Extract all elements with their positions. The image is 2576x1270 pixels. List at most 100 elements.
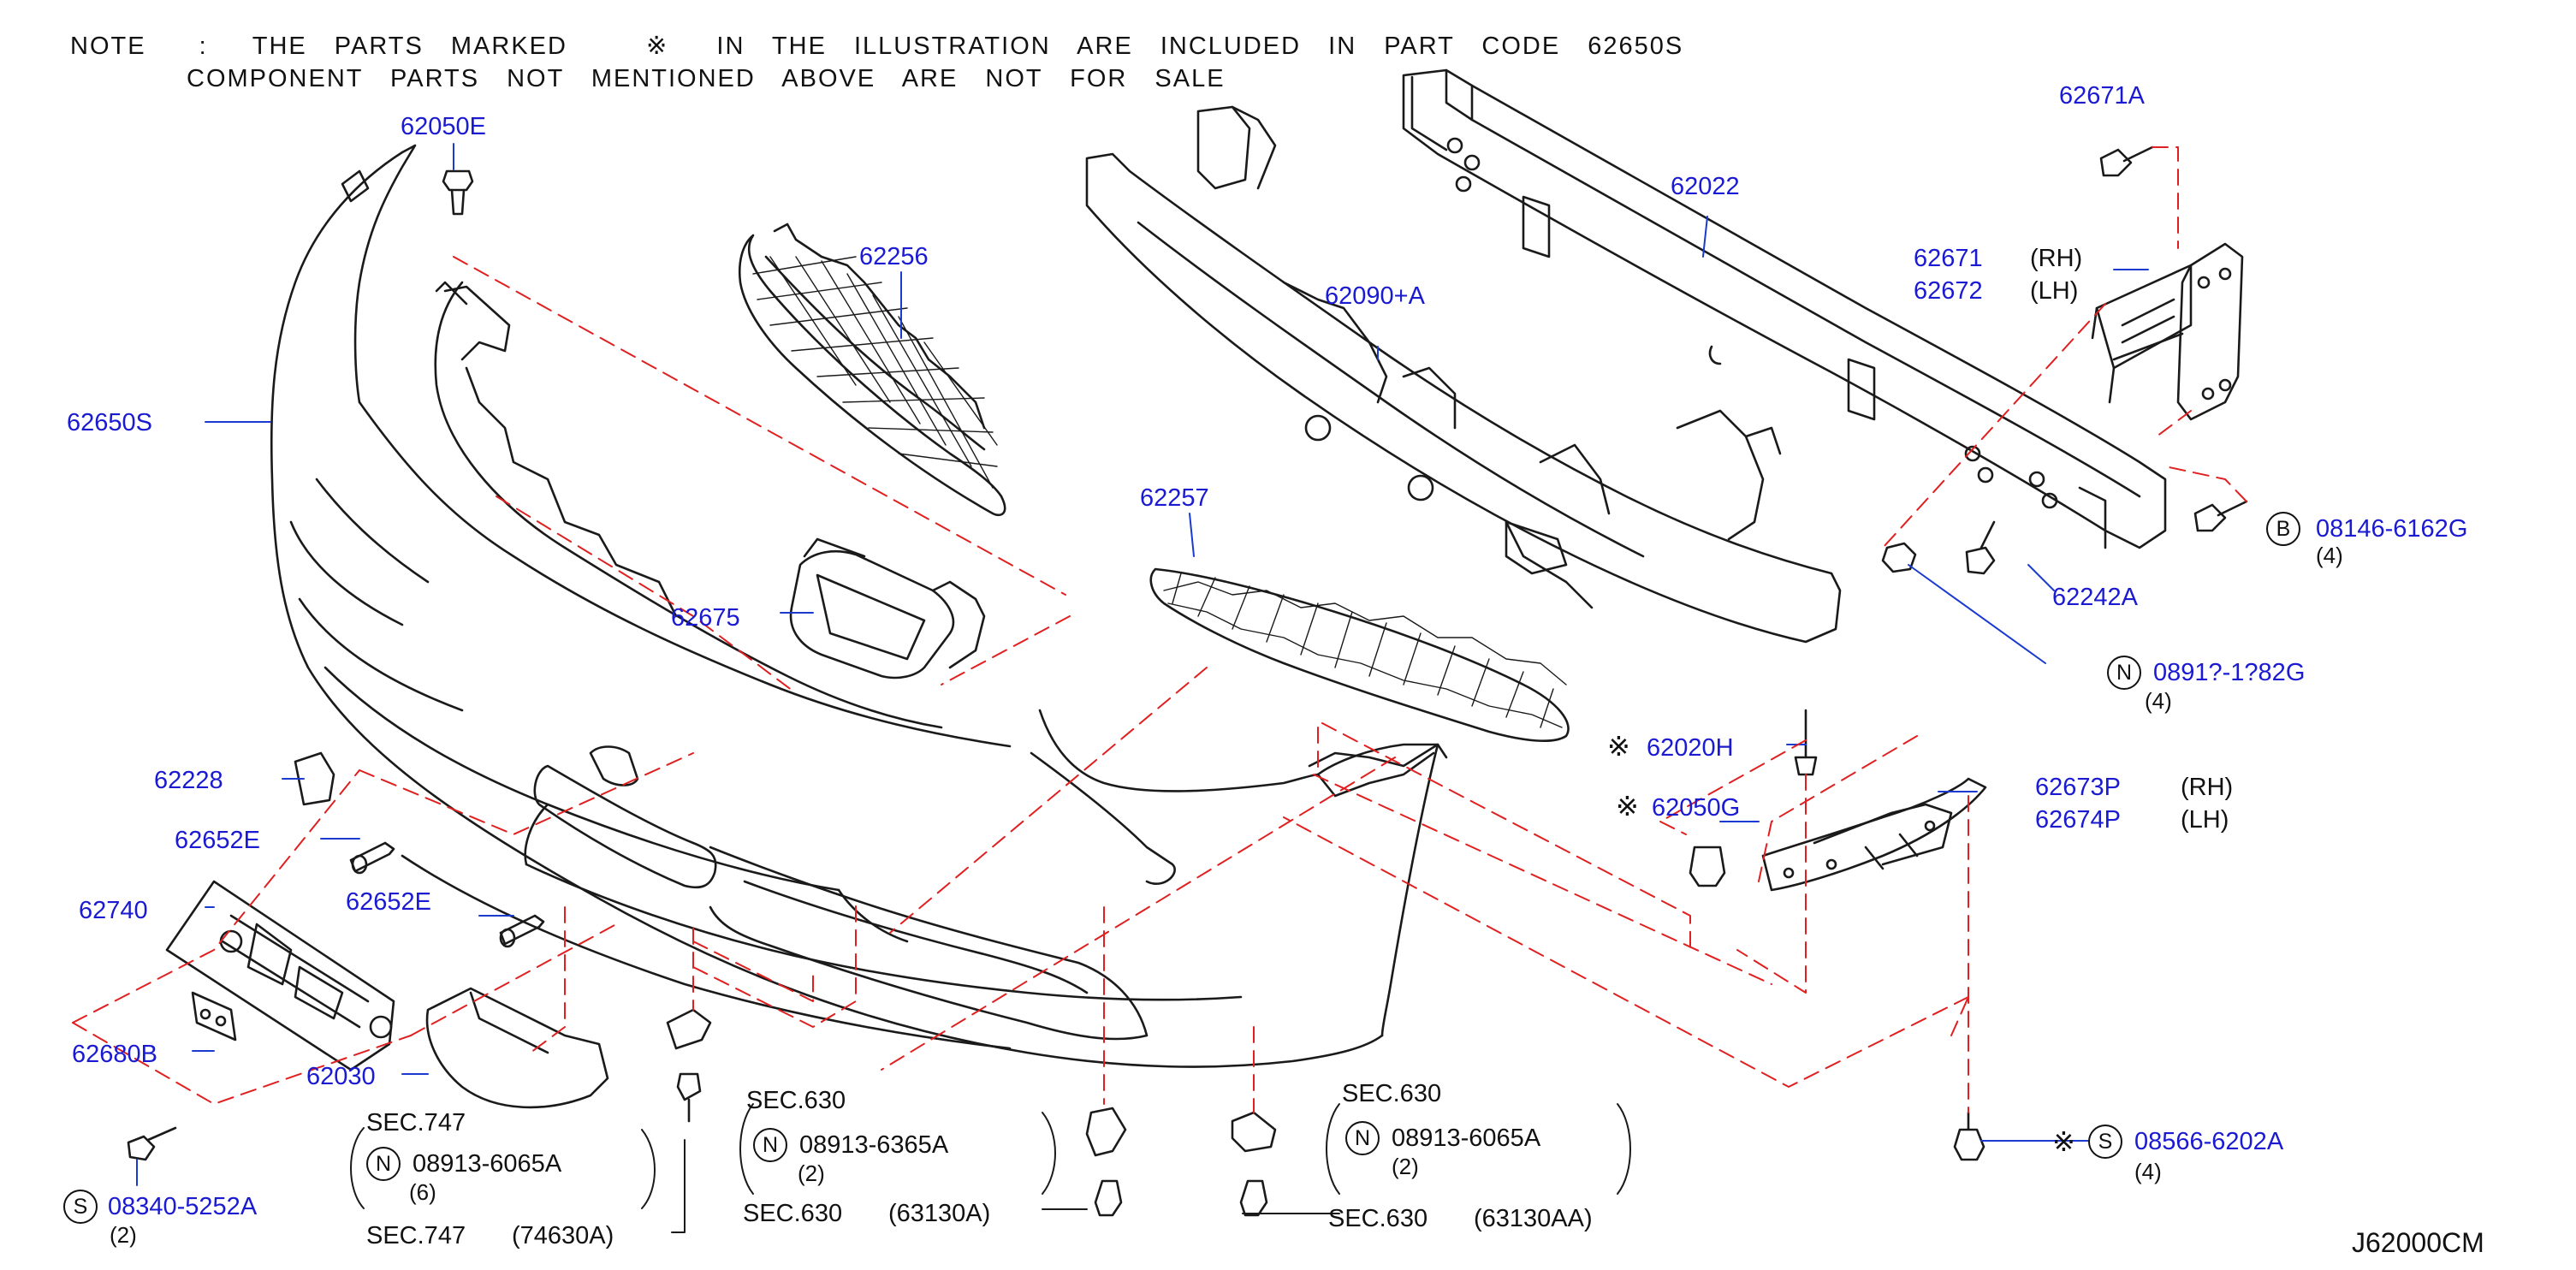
part-62228[interactable]: 62228: [154, 767, 223, 794]
sec630-left-lower: SEC.630: [743, 1200, 843, 1227]
rivet-62020H-drawing: [1794, 709, 1818, 776]
clip-sec630-right-drawing: [1231, 1111, 1277, 1217]
pin-62652E-upper-drawing: [349, 841, 395, 875]
part-62672[interactable]: 62672: [1914, 277, 1983, 305]
clip-62050E-drawing: [442, 169, 474, 216]
n-marker-icon-0891: N: [2107, 656, 2141, 690]
part-62022[interactable]: 62022: [1671, 173, 1740, 200]
part-62650S[interactable]: 62650S: [67, 409, 152, 436]
beam-bracket-drawing: [2091, 242, 2244, 421]
part-62030[interactable]: 62030: [306, 1063, 376, 1090]
qty-08566: (4): [2134, 1159, 2162, 1184]
qty-sec630-right: (2): [1392, 1154, 1419, 1179]
s-marker-icon-08340: S: [63, 1190, 98, 1224]
clip-sec747-drawing: [666, 1008, 712, 1123]
part-08566-6202A[interactable]: 08566-6202A: [2134, 1128, 2284, 1155]
sec747-lower: SEC.747: [366, 1222, 466, 1249]
bolt-62242A-drawing: [1965, 520, 1996, 575]
part-62671A[interactable]: 62671A: [2059, 82, 2145, 110]
part-62674P[interactable]: 62674P: [2035, 806, 2121, 834]
qty-08340: (2): [110, 1222, 137, 1248]
b-marker-icon: B: [2266, 512, 2300, 546]
part-62740[interactable]: 62740: [79, 897, 148, 924]
asterisk-mark-icon-62050G: ※: [1616, 790, 1639, 822]
part-62090-A[interactable]: 62090+A: [1325, 282, 1425, 310]
part-62671[interactable]: 62671: [1914, 245, 1983, 272]
s-marker-icon-08566: S: [2088, 1125, 2122, 1159]
note-prefix: NOTE: [70, 33, 146, 60]
part-0891x-partial[interactable]: 0891?-1?82G: [2153, 659, 2306, 686]
asterisk-mark-icon-62020H: ※: [1607, 730, 1630, 763]
part-62680B[interactable]: 62680B: [72, 1041, 157, 1068]
asterisk-mark-icon: ※: [646, 31, 669, 60]
reinforcement-beam-drawing: [1402, 68, 2167, 549]
sec630-right-lower: SEC.630: [1328, 1205, 1428, 1232]
clip-62680B-drawing: [191, 991, 237, 1042]
bolt-62671A-drawing: [2099, 145, 2154, 177]
part-62242A[interactable]: 62242A: [2052, 584, 2138, 611]
plate-bracket-drawing: [165, 880, 395, 1071]
upper-grille-mesh: [752, 256, 998, 489]
qty-sec747: (6): [409, 1179, 436, 1205]
clip-62050G-drawing: [1689, 846, 1726, 887]
note-line-1: NOTE : THE PARTS MARKED ※ IN THE ILLUSTR…: [70, 31, 1683, 61]
part-08913-6365A: 08913-6365A: [799, 1131, 949, 1159]
part-62673P[interactable]: 62673P: [2035, 774, 2121, 801]
part-62675[interactable]: 62675: [671, 604, 740, 632]
clip-sec630-left-drawing: [1085, 1107, 1127, 1217]
note-line-1-text: THE PARTS MARKED: [252, 33, 567, 60]
lower-grille-mesh: [1163, 573, 1567, 728]
note-colon: :: [199, 33, 208, 60]
tow-cover-drawing: [425, 987, 609, 1109]
pin-62652E-lower-drawing: [499, 914, 545, 948]
bumper-fascia-drawing: [270, 144, 1439, 1068]
n-marker-icon-sec747: N: [366, 1147, 401, 1181]
side-bracket-drawing: [1761, 777, 1987, 892]
energy-absorber-drawing: [1085, 105, 1842, 644]
grille-insert-drawing: [789, 537, 986, 680]
asterisk-mark-icon-08566: ※: [2052, 1125, 2075, 1158]
note-line-2: COMPONENT PARTS NOT MENTIONED ABOVE ARE …: [187, 65, 1226, 93]
note-line-2-text: COMPONENT PARTS NOT MENTIONED ABOVE ARE …: [187, 65, 1226, 92]
rh-label-62671: (RH): [2030, 245, 2083, 272]
part-62256[interactable]: 62256: [859, 243, 929, 270]
part-62257[interactable]: 62257: [1140, 484, 1209, 512]
sec630-left-upper: SEC.630: [746, 1087, 846, 1114]
part-74630A: (74630A): [512, 1222, 614, 1249]
part-08913-6065A-sec630: 08913-6065A: [1392, 1125, 1541, 1152]
note-line-1-tail: IN THE ILLUSTRATION ARE INCLUDED IN PART…: [716, 33, 1684, 60]
bolt-08340-drawing: [127, 1126, 177, 1161]
qty-08146: (4): [2316, 543, 2343, 568]
n-marker-icon-sec630-right: N: [1345, 1121, 1380, 1155]
part-08913-6065A-sec747: 08913-6065A: [413, 1150, 562, 1178]
qty-0891x: (4): [2145, 688, 2172, 714]
part-62652E-upper[interactable]: 62652E: [175, 827, 260, 854]
part-62050E[interactable]: 62050E: [401, 113, 486, 140]
rh-label-62673P: (RH): [2181, 774, 2234, 801]
diagram-code: J62000CM: [2352, 1227, 2484, 1258]
part-62050G[interactable]: 62050G: [1652, 794, 1741, 822]
lh-label-62672: (LH): [2030, 277, 2079, 305]
part-63130A: (63130A): [888, 1200, 991, 1227]
part-08340-5252A[interactable]: 08340-5252A: [108, 1193, 258, 1220]
part-08146-6162G[interactable]: 08146-6162G: [2316, 515, 2468, 543]
part-62652E-lower[interactable]: 62652E: [346, 888, 431, 916]
upper-grille-drawing: [738, 223, 1006, 517]
cap-62228-drawing: [294, 751, 335, 806]
sec747-upper: SEC.747: [366, 1109, 466, 1136]
lower-grille-drawing: [1149, 567, 1570, 743]
leader-lines-solid: [136, 143, 2149, 1186]
qty-sec630-left: (2): [798, 1160, 825, 1186]
nut-0891-drawing: [1881, 542, 1917, 573]
part-62020H[interactable]: 62020H: [1647, 734, 1734, 762]
group-brackets: [350, 1103, 1631, 1233]
lh-label-62674P: (LH): [2181, 806, 2229, 834]
side-mount-drawing: [1308, 743, 1448, 768]
phantom-lines: [72, 146, 2247, 1113]
sec630-right-upper: SEC.630: [1342, 1080, 1442, 1107]
n-marker-icon-sec630-left: N: [753, 1128, 787, 1162]
bolt-08566-drawing: [1953, 1111, 1985, 1161]
bolt-08146-drawing: [2193, 500, 2248, 532]
